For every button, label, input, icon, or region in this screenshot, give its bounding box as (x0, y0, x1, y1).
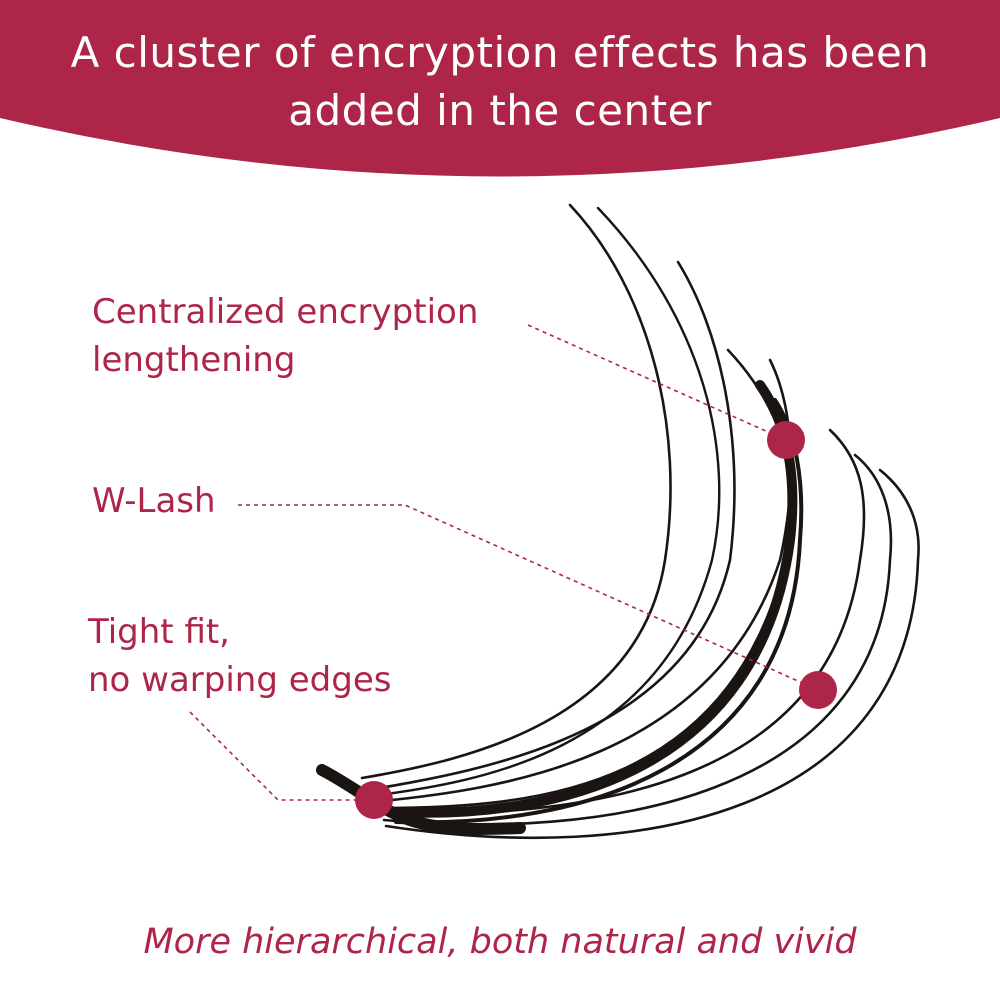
lash-strand (382, 453, 893, 826)
leader-lines (189, 324, 819, 801)
header-title: A cluster of encryption effects has been… (70, 28, 930, 135)
header-banner (0, 0, 1000, 177)
lash-strand (360, 203, 672, 780)
footer-slogan: More hierarchical, both natural and vivi… (143, 922, 857, 962)
marker-dot-wlash (799, 671, 837, 709)
lash-strand (384, 468, 920, 840)
callout-centralized-lengthening: Centralized encryption lengthening (92, 292, 479, 380)
leader-line-tight (189, 711, 374, 801)
callout-tight-fit: Tight fit, no warping edges (88, 612, 392, 700)
lash-strand (370, 206, 721, 798)
leader-line-centralized (527, 324, 787, 441)
callout-w-lash: W-Lash (92, 481, 216, 521)
marker-dot-centralized (767, 421, 805, 459)
lash-base (316, 764, 526, 836)
marker-dot-tight (355, 781, 393, 819)
lash-strand (366, 260, 736, 792)
lash-strand (394, 398, 804, 825)
